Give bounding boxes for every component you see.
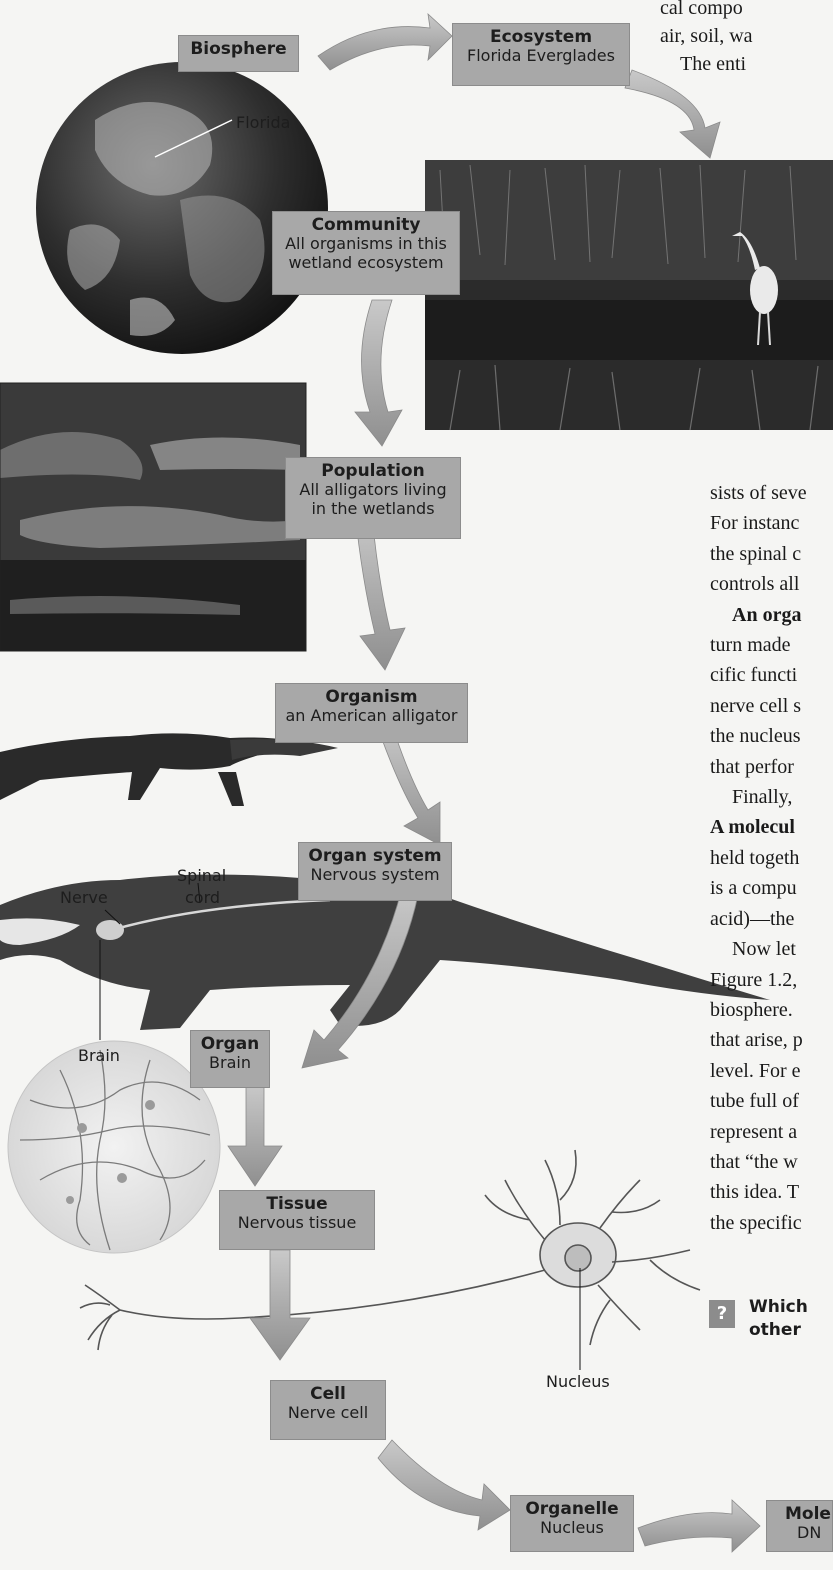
- level-tissue-name: Tissue: [224, 1194, 370, 1214]
- level-molecule: Mole DN: [766, 1500, 833, 1552]
- level-biosphere-name: Biosphere: [183, 39, 294, 59]
- text-line: The enti: [660, 50, 833, 78]
- text-line: that perfor: [710, 752, 833, 782]
- text-line: level. For e: [710, 1056, 833, 1086]
- level-organ-desc: Brain: [195, 1054, 265, 1073]
- text-line: sists of seve: [710, 478, 833, 508]
- american-alligator-image: [0, 733, 338, 806]
- level-community-name: Community: [277, 215, 455, 235]
- level-molecule-desc: DN: [785, 1524, 828, 1543]
- level-community-desc-line2: wetland ecosystem: [277, 254, 455, 273]
- level-organism-desc: an American alligator: [280, 707, 463, 726]
- text-line: For instanc: [710, 508, 833, 538]
- text-line: An orga: [710, 600, 833, 630]
- level-biosphere: Biosphere: [178, 35, 299, 72]
- text-line: biosphere.: [710, 995, 833, 1025]
- question-line2: other: [749, 1319, 833, 1342]
- level-organ-system: Organ system Nervous system: [298, 842, 452, 901]
- level-population: Population All alligators living in the …: [285, 457, 461, 539]
- cell-nucleus-mark: [565, 1245, 591, 1271]
- nucleus-label: Nucleus: [546, 1372, 610, 1391]
- text-line: this idea. T: [710, 1177, 833, 1207]
- earth-globe-image: [36, 62, 328, 354]
- florida-label: Florida: [236, 113, 290, 132]
- text-line: the spinal c: [710, 539, 833, 569]
- text-line: that “the w: [710, 1147, 833, 1177]
- question-line1: Which: [749, 1296, 833, 1319]
- arrow-organ-to-tissue: [228, 1084, 282, 1186]
- level-organ: Organ Brain: [190, 1030, 270, 1088]
- body-text-top: cal compo air, soil, wa The enti: [660, 0, 833, 78]
- text-line: air, soil, wa: [660, 22, 833, 50]
- level-organ-system-name: Organ system: [303, 846, 447, 866]
- text-line: cal compo: [660, 0, 833, 22]
- text-line: that arise, p: [710, 1025, 833, 1055]
- everglades-photo: [425, 160, 833, 430]
- text-line: Now let: [710, 934, 833, 964]
- text-line: cific functi: [710, 660, 833, 690]
- level-ecosystem-desc: Florida Everglades: [457, 47, 625, 66]
- level-ecosystem: Ecosystem Florida Everglades: [452, 23, 630, 86]
- level-organelle-desc: Nucleus: [515, 1519, 629, 1538]
- spinal-cord-label-line1: Spinal: [177, 866, 226, 885]
- arrow-cell-to-organelle: [378, 1440, 510, 1530]
- text-line: Figure 1.2,: [710, 965, 833, 995]
- level-tissue-desc: Nervous tissue: [224, 1214, 370, 1233]
- body-text-main: sists of seve For instanc the spinal c c…: [710, 478, 833, 1238]
- level-cell-name: Cell: [275, 1384, 381, 1404]
- text-line: acid)—the: [710, 904, 833, 934]
- brain-label: Brain: [78, 1046, 120, 1065]
- level-tissue: Tissue Nervous tissue: [219, 1190, 375, 1250]
- level-ecosystem-name: Ecosystem: [457, 27, 625, 47]
- alligator-population-photo: [0, 383, 306, 651]
- arrow-organism-to-organ-system: [378, 725, 440, 845]
- arrow-biosphere-to-ecosystem: [318, 14, 452, 70]
- level-cell-desc: Nerve cell: [275, 1404, 381, 1423]
- spinal-cord-label-line2: cord: [185, 888, 220, 907]
- nerve-label: Nerve: [60, 888, 108, 907]
- level-population-desc-line2: in the wetlands: [290, 500, 456, 519]
- text-line: A molecul: [710, 812, 833, 842]
- level-molecule-name: Mole: [785, 1504, 828, 1524]
- level-organ-name: Organ: [195, 1034, 265, 1054]
- level-organelle: Organelle Nucleus: [510, 1495, 634, 1552]
- text-line: the specific: [710, 1208, 833, 1238]
- arrow-community-to-population: [355, 300, 402, 446]
- text-line: nerve cell s: [710, 691, 833, 721]
- text-line: is a compu: [710, 873, 833, 903]
- text-line: controls all: [710, 569, 833, 599]
- nervous-tissue-image: [8, 1041, 220, 1253]
- text-line: represent a: [710, 1117, 833, 1147]
- level-organelle-name: Organelle: [515, 1499, 629, 1519]
- question-text: Which other: [749, 1296, 833, 1342]
- level-population-desc-line1: All alligators living: [290, 481, 456, 500]
- level-community: Community All organisms in this wetland …: [272, 211, 460, 295]
- arrow-tissue-to-cell: [250, 1250, 310, 1360]
- level-cell: Cell Nerve cell: [270, 1380, 386, 1440]
- level-population-name: Population: [290, 461, 456, 481]
- text-line: held togeth: [710, 843, 833, 873]
- arrow-ecosystem-to-photo: [625, 70, 720, 158]
- brain-mark: [96, 920, 124, 940]
- level-organism-name: Organism: [280, 687, 463, 707]
- text-line: the nucleus: [710, 721, 833, 751]
- text-line: turn made: [710, 630, 833, 660]
- text-line: Finally,: [710, 782, 833, 812]
- question-icon: ?: [709, 1300, 735, 1328]
- arrow-organelle-to-molecule: [638, 1500, 760, 1552]
- text-line: tube full of: [710, 1086, 833, 1116]
- level-community-desc-line1: All organisms in this: [277, 235, 455, 254]
- level-organism: Organism an American alligator: [275, 683, 468, 743]
- level-organ-system-desc: Nervous system: [303, 866, 447, 885]
